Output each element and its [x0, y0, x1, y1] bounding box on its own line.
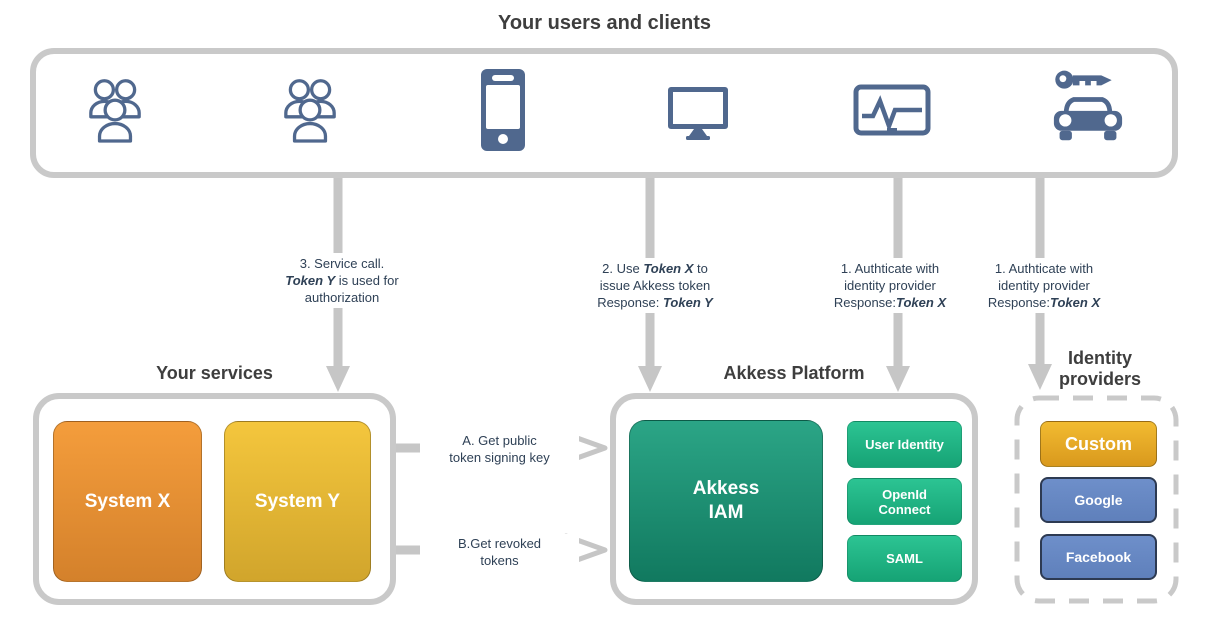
- car-key-icon: [1052, 66, 1124, 152]
- services-title: Your services: [156, 363, 273, 383]
- user-group-icon: [86, 76, 144, 146]
- mobile-phone-icon: [480, 68, 526, 152]
- system-y-box: System Y: [224, 421, 371, 582]
- down-arrowhead: [886, 366, 910, 392]
- feature-saml: SAML: [847, 535, 962, 582]
- connector-b-label: B.Get revoked tokens: [420, 534, 579, 570]
- user-group-icon: [281, 76, 339, 146]
- platform-title: Akkess Platform: [723, 363, 865, 383]
- users-clients-title: Your users and clients: [497, 12, 712, 34]
- feature-openid-connect: OpenId Connect: [847, 478, 962, 525]
- system-x-box: System X: [53, 421, 202, 582]
- down-arrowhead: [326, 366, 350, 392]
- desktop-monitor-icon: [667, 86, 729, 142]
- monitoring-device-icon: [853, 84, 931, 136]
- connector-a-label: A. Get public token signing key: [420, 431, 579, 467]
- feature-user-identity: User Identity: [847, 421, 962, 468]
- down-arrowhead: [1028, 364, 1052, 390]
- provider-facebook: Facebook: [1040, 534, 1157, 580]
- down-arrowhead: [638, 366, 662, 392]
- provider-custom: Custom: [1040, 421, 1157, 467]
- akkess-iam-box: Akkess IAM: [629, 420, 823, 582]
- provider-google: Google: [1040, 477, 1157, 523]
- users-clients-container: [30, 48, 1178, 178]
- identity-providers-title: Identity providers: [1058, 348, 1142, 389]
